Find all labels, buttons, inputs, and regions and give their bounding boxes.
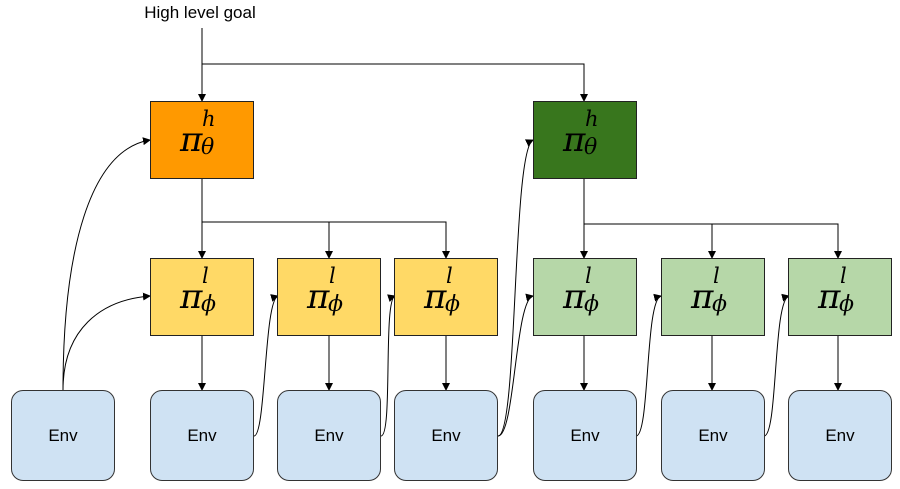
- env0-to-high1: [62, 137, 151, 391]
- high-level-goal-label: High level goal: [144, 3, 256, 22]
- env2-to-low3: [380, 294, 396, 437]
- env0-to-low1: [62, 292, 151, 391]
- h2-to-low6: [712, 223, 842, 259]
- h1-to-low3: [329, 221, 450, 259]
- env-box-5: Env: [661, 390, 765, 481]
- env4-to-low5: [635, 293, 662, 437]
- env-box-4: Env: [533, 390, 637, 481]
- h1-to-low2: [202, 221, 333, 259]
- env3-to-high2: [497, 139, 534, 437]
- env-box-0: Env: [11, 390, 115, 481]
- env1-to-low2: [253, 294, 279, 437]
- env5-to-low6: [763, 293, 790, 437]
- env-box-1: Env: [150, 390, 254, 481]
- env-box-3: Env: [394, 390, 498, 481]
- env-box-6: Env: [788, 390, 892, 481]
- goal-arrow-2: [202, 63, 588, 102]
- h2-to-low5: [584, 223, 716, 259]
- env-box-2: Env: [277, 390, 381, 481]
- env3-to-low4: [497, 293, 534, 437]
